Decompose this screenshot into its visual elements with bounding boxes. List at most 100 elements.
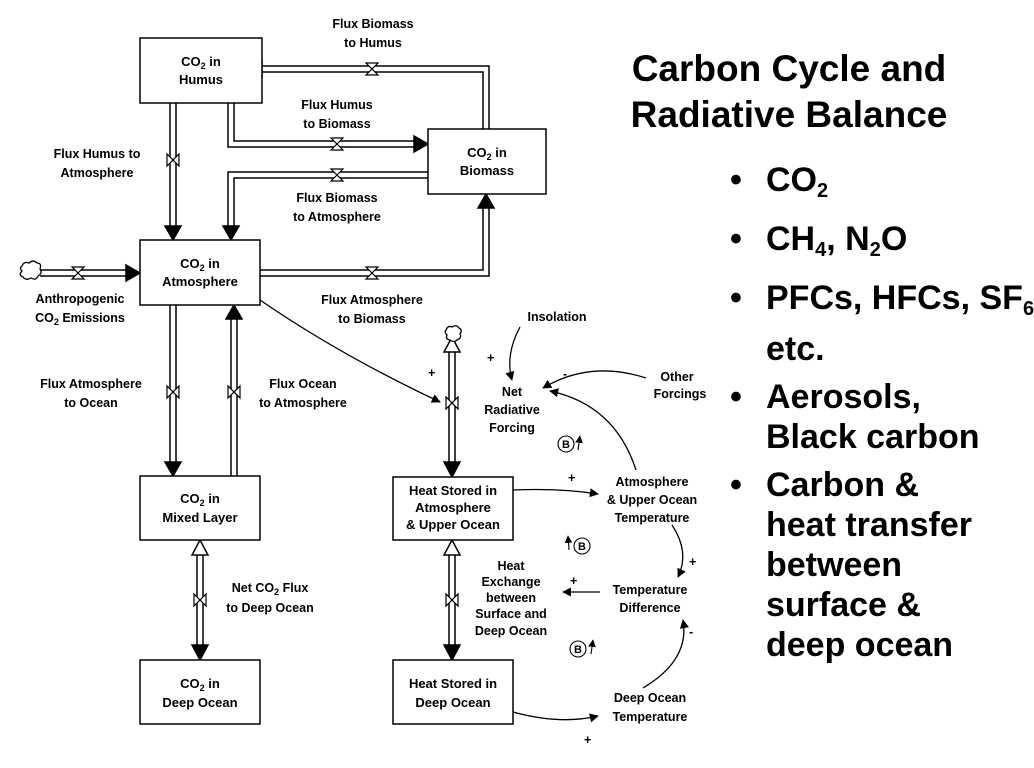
valve-net-radiative-forcing xyxy=(445,396,459,410)
svg-text:Flux Biomass: Flux Biomass xyxy=(296,191,377,205)
svg-text:Anthropogenic: Anthropogenic xyxy=(36,292,125,306)
link-temperature-to-difference xyxy=(671,524,686,578)
pipe-atmosphere-to-ocean xyxy=(163,305,183,478)
polarity-signs: + + - + + + - + xyxy=(428,351,696,747)
label-flux-atmosphere-to-biomass: Flux Atmosphere to Biomass xyxy=(321,293,423,326)
svg-text:to Ocean: to Ocean xyxy=(64,396,118,410)
stock-heat-upper-ocean: Heat Stored in Atmosphere & Upper Ocean xyxy=(392,476,514,541)
cloud-source-anthropogenic xyxy=(19,260,42,280)
svg-text:Temperature: Temperature xyxy=(615,511,690,525)
label-flux-atmosphere-to-ocean: Flux Atmosphere to Ocean xyxy=(40,377,142,410)
svg-text:Radiative: Radiative xyxy=(484,403,540,417)
svg-text:Insolation: Insolation xyxy=(527,310,586,324)
svg-text:to Biomass: to Biomass xyxy=(303,117,370,131)
stock-co2-deep-ocean: CO2 in Deep Ocean xyxy=(139,659,261,725)
svg-text:Deep Ocean: Deep Ocean xyxy=(475,624,547,638)
svg-text:Deep Ocean: Deep Ocean xyxy=(162,695,237,710)
pipe-biomass-to-atmosphere xyxy=(221,171,428,242)
svg-text:Heat: Heat xyxy=(497,559,525,573)
svg-text:B: B xyxy=(578,541,586,553)
svg-text:CO2 in: CO2 in xyxy=(180,676,220,693)
label-flux-biomass-to-humus: Flux Biomass to Humus xyxy=(332,17,413,50)
svg-text:Flux Biomass: Flux Biomass xyxy=(332,17,413,31)
bullet-dot: • xyxy=(730,220,742,258)
svg-text:CO2 in: CO2 in xyxy=(467,145,507,162)
link-deep-temp-to-difference xyxy=(642,619,689,689)
valve-biomass-to-humus xyxy=(365,62,379,76)
aux-deep-ocean-temperature: Deep Ocean Temperature xyxy=(613,691,688,724)
svg-text:Humus: Humus xyxy=(179,72,223,87)
valve-heat-exchange xyxy=(445,593,459,607)
bullet-item-co2: •CO2 xyxy=(730,161,829,202)
label-net-radiative-forcing: Net Radiative Forcing xyxy=(484,385,540,435)
stock-co2-biomass: CO2 in Biomass xyxy=(427,128,547,195)
svg-text:B: B xyxy=(574,644,582,656)
svg-text:Atmosphere: Atmosphere xyxy=(616,475,689,489)
bullet-item-aerosols: •Aerosols,Black carbon xyxy=(730,378,980,456)
polarity-deep-heat-temp: + xyxy=(584,733,591,747)
valve-anthropogenic xyxy=(71,266,85,280)
svg-text:Atmosphere: Atmosphere xyxy=(162,274,238,289)
aux-atm-upper-ocean-temperature: Atmosphere & Upper Ocean Temperature xyxy=(607,475,697,525)
loop-marker-3: B xyxy=(569,639,596,658)
valve-atmosphere-to-biomass xyxy=(365,266,379,280)
pipe-ocean-to-atmosphere xyxy=(224,303,244,476)
svg-text:Difference: Difference xyxy=(619,601,680,615)
svg-text:CO2 in: CO2 in xyxy=(181,54,221,71)
link-insolation-to-forcing xyxy=(505,326,521,381)
svg-text:Other: Other xyxy=(660,370,693,384)
aux-other-forcings: Other Forcings xyxy=(654,370,707,401)
svg-text:Flux Humus: Flux Humus xyxy=(301,98,373,112)
label-flux-humus-to-atmosphere: Flux Humus to Atmosphere xyxy=(54,147,141,180)
stock-flow-diagram: CO2 in Humus CO2 in Biomass CO2 in Atmos… xyxy=(19,17,707,747)
valve-ocean-to-atmosphere xyxy=(227,385,241,399)
link-deep-heat-to-deep-temp xyxy=(512,711,599,723)
link-heat-to-temperature xyxy=(512,488,599,498)
aux-temperature-difference: Temperature Difference xyxy=(613,583,688,615)
svg-text:Forcings: Forcings xyxy=(654,387,707,401)
label-net-co2-flux: Net CO2 Flux to Deep Ocean xyxy=(226,581,314,615)
svg-text:Heat Stored in: Heat Stored in xyxy=(409,483,497,498)
bullet-dot: • xyxy=(730,466,742,504)
slide-title: Carbon Cycle and Radiative Balance xyxy=(594,46,984,138)
svg-text:B: B xyxy=(562,439,570,451)
slide-title-line2: Radiative Balance xyxy=(630,94,948,135)
svg-text:CO2 in: CO2 in xyxy=(180,256,220,273)
bullet-dot: • xyxy=(730,161,742,199)
svg-text:to Biomass: to Biomass xyxy=(338,312,405,326)
svg-text:Flux Ocean: Flux Ocean xyxy=(269,377,336,391)
svg-text:Surface and: Surface and xyxy=(475,607,547,621)
polarity-atm-forcing: + xyxy=(428,366,435,380)
loop-marker-2: B xyxy=(564,535,591,555)
link-atmosphere-to-forcing xyxy=(259,299,441,403)
pipe-net-co2-flux xyxy=(190,538,210,662)
valve-humus-to-biomass xyxy=(330,137,344,151)
valve-atmosphere-to-ocean xyxy=(166,385,180,399)
slide-title-line1: Carbon Cycle and xyxy=(631,48,947,89)
svg-text:Net: Net xyxy=(502,385,523,399)
label-heat-exchange: Heat Exchange between Surface and Deep O… xyxy=(475,559,547,638)
svg-text:Deep Ocean: Deep Ocean xyxy=(614,691,686,705)
pipe-heat-exchange xyxy=(442,538,462,662)
label-flux-ocean-to-atmosphere: Flux Ocean to Atmosphere xyxy=(259,377,347,410)
pipe-atmosphere-to-biomass xyxy=(260,192,496,277)
pipe-anthropogenic-emissions xyxy=(40,263,142,283)
aux-insolation: Insolation xyxy=(527,310,586,324)
label-anthropogenic-emissions: Anthropogenic CO2 Emissions xyxy=(35,292,125,327)
svg-text:Net CO2 Flux: Net CO2 Flux xyxy=(232,581,309,597)
svg-text:Deep Ocean: Deep Ocean xyxy=(415,695,490,710)
polarity-deep-temp-diff: - xyxy=(689,625,693,639)
stock-co2-mixed-layer: CO2 in Mixed Layer xyxy=(139,475,261,541)
svg-text:Temperature: Temperature xyxy=(613,710,688,724)
bullet-dot: • xyxy=(730,279,742,317)
valve-biomass-to-atmosphere xyxy=(330,168,344,182)
bullet-item-ch4-n2o: •CH4, N2O xyxy=(730,220,908,261)
svg-text:to Deep Ocean: to Deep Ocean xyxy=(226,601,314,615)
svg-text:Atmosphere: Atmosphere xyxy=(61,166,134,180)
pipe-net-radiative-forcing xyxy=(442,335,462,479)
svg-text:Exchange: Exchange xyxy=(481,575,540,589)
label-flux-humus-to-biomass: Flux Humus to Biomass xyxy=(301,98,373,131)
stock-co2-atmosphere: CO2 in Atmosphere xyxy=(139,239,261,306)
